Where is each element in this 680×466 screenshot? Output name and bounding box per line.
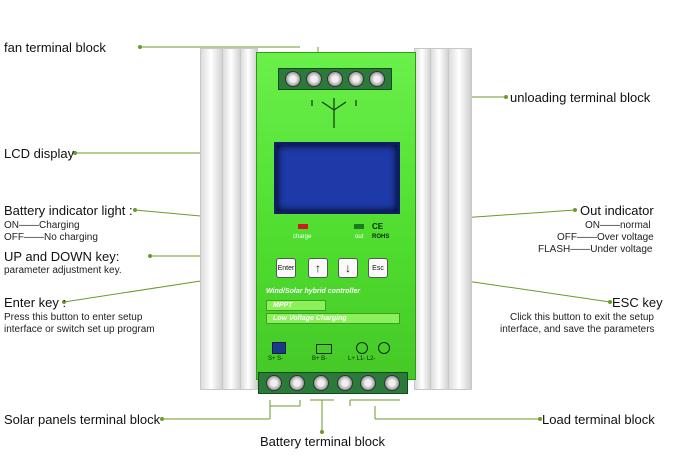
battery-terminal-label: Battery terminal block (260, 434, 385, 449)
terminal-screw (336, 375, 353, 391)
updown-key-desc: parameter adjustment key. (4, 265, 122, 276)
fan-callout-dot (138, 45, 142, 49)
out-flash-text: FLASH——Under voltage (538, 244, 653, 255)
out-off-text: OFF——Over voltage (557, 232, 654, 243)
battery-light-callout-dot (133, 208, 137, 212)
out-indicator-callout-dot (573, 208, 577, 212)
out-label: out (355, 234, 364, 240)
right-heatsink-fin-mid (430, 48, 450, 390)
load-terminal-label: Load terminal block (542, 412, 655, 427)
out-indicator-label: Out indicator (580, 203, 654, 218)
right-heatsink-fin-outer (448, 48, 472, 390)
terminal-screw (284, 71, 301, 87)
terminal-screw (348, 71, 365, 87)
lcd-display-label: LCD display (4, 146, 75, 161)
solar-terminal-label: Solar panels terminal block (4, 412, 161, 427)
terminal-screw (289, 375, 306, 391)
ce-mark: CE (372, 222, 384, 231)
mppt-bar: MPPT (266, 300, 326, 311)
lamp-icon (356, 342, 368, 354)
fan-terminal-block (278, 68, 392, 90)
up-key[interactable]: ↑ (308, 258, 328, 278)
enter-key-label: Enter key : (4, 295, 67, 310)
esc-key-desc-1: Click this button to exit the setup (510, 312, 654, 323)
out-indicator-light (354, 224, 364, 229)
esc-key[interactable]: Esc (368, 258, 388, 278)
charge-indicator-light (298, 224, 308, 229)
battery-off-text: OFF——No charging (4, 232, 98, 243)
solar-callout-dot (160, 417, 164, 421)
enter-callout-dot (62, 300, 66, 304)
esc-callout-dot (608, 300, 612, 304)
lcd-display-screen (274, 142, 400, 214)
terminal-screw (305, 71, 322, 87)
lamp-icon (378, 342, 390, 354)
updown-callout-dot (148, 254, 152, 258)
enter-key-desc-2: interface or switch set up program (4, 324, 155, 335)
battery-icon (316, 344, 332, 354)
left-heatsink-fin-mid (222, 48, 242, 390)
out-on-text: ON——normal (585, 220, 651, 231)
lcd-callout-dot (73, 151, 77, 155)
battery-on-text: ON——Charging (4, 220, 80, 231)
down-key[interactable]: ↓ (338, 258, 358, 278)
controller-front-panel (256, 52, 416, 380)
terminal-screw (313, 375, 330, 391)
load-terminal-marking: L+ L1- L2- (348, 356, 376, 362)
low-voltage-charging-bar: Low Voltage Charging (266, 313, 400, 324)
terminal-screw (326, 71, 343, 87)
unloading-callout-dot (504, 95, 508, 99)
rohs-mark: ROHS (372, 234, 390, 240)
terminal-screw (360, 375, 377, 391)
bottom-terminal-block (258, 372, 408, 394)
left-heatsink-fin-outer (200, 48, 224, 390)
unloading-terminal-label: unloading terminal block (510, 90, 651, 105)
battery-terminal-marking: B+ B- (312, 356, 328, 362)
solar-panel-icon (272, 342, 286, 354)
load-callout-dot (538, 417, 542, 421)
solar-terminal-marking: S+ S- (268, 356, 284, 362)
updown-key-label: UP and DOWN key: (4, 249, 120, 264)
enter-key-desc-1: Press this button to enter setup (4, 312, 143, 323)
terminal-screw (369, 71, 386, 87)
fan-terminal-label: fan terminal block (4, 40, 106, 55)
charge-label: charge (293, 234, 312, 240)
esc-key-desc-2: interface, and save the parameters (500, 324, 655, 335)
wind-turbine-icon (311, 98, 357, 128)
battery-block-callout-dot (320, 430, 324, 434)
controller-title: Wind/Solar hybrid controller (266, 288, 361, 295)
terminal-screw (265, 375, 282, 391)
esc-key-label: ESC key (612, 295, 663, 310)
enter-key[interactable]: Enter (276, 258, 296, 278)
terminal-screw (384, 375, 401, 391)
battery-indicator-label: Battery indicator light : (4, 203, 133, 218)
